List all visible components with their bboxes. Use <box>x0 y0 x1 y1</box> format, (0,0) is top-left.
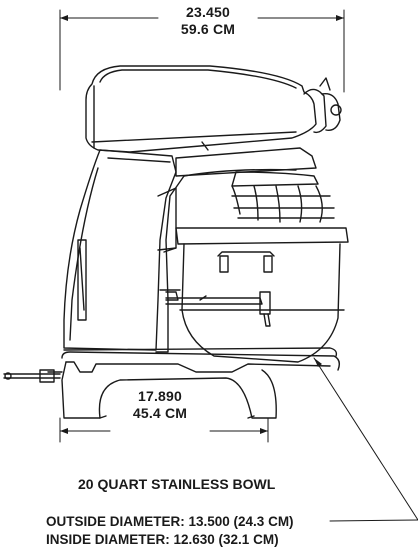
mixing-bowl <box>165 227 349 363</box>
bowl-leader-line <box>313 357 418 522</box>
base-depth-inches: 17.890 <box>137 388 183 404</box>
overall-width-dimension <box>59 9 345 93</box>
base-depth-label: 17.890 45.4 CM <box>110 388 210 422</box>
base-depth-dimension <box>59 417 269 443</box>
bowl-outside-diameter: OUTSIDE DIAMETER: 13.500 (24.3 CM) <box>46 514 294 529</box>
bowl-title: 20 QUART STAINLESS BOWL <box>78 476 276 492</box>
mixer-base <box>47 347 341 419</box>
bowl-inside-diameter: INSIDE DIAMETER: 12.630 (32.1 CM) <box>46 532 279 547</box>
planetary-assembly <box>175 147 335 223</box>
overall-width-inches: 23.450 <box>185 4 231 20</box>
base-depth-cm: 45.4 CM <box>132 405 188 421</box>
overall-width-label: 23.450 59.6 CM <box>158 4 258 38</box>
bowl-lift-handle <box>3 369 61 383</box>
overall-width-cm: 59.6 CM <box>180 21 236 37</box>
mixer-head <box>85 65 342 153</box>
mixer-column <box>63 149 185 353</box>
